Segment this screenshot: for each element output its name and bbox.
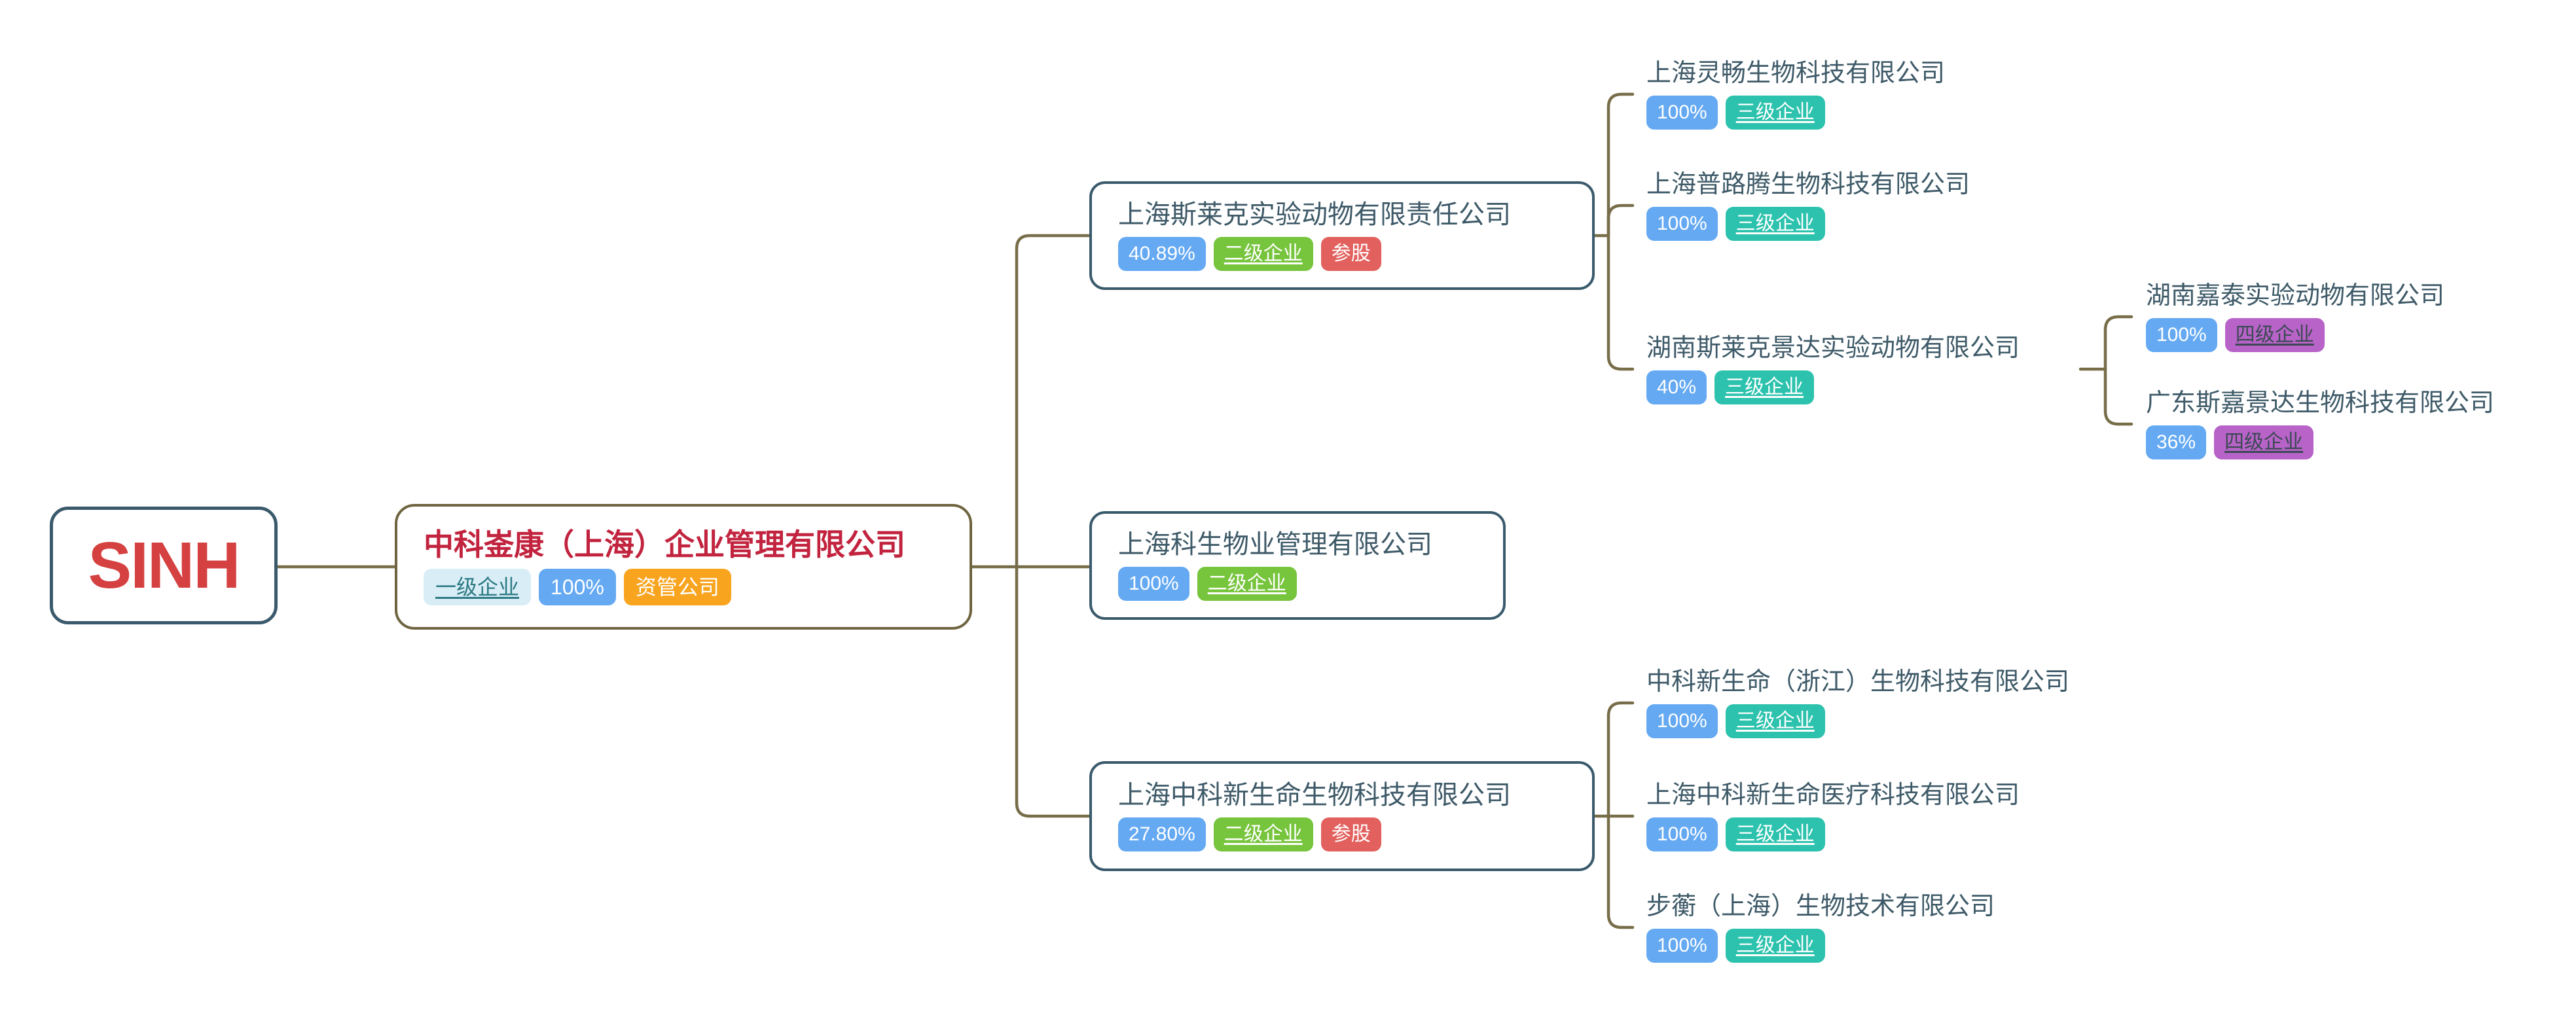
node-zjzj[interactable]: 中科新生命（浙江）生物科技有限公司 100% 三级企业 <box>1646 666 2069 738</box>
minority-stake-badge: 参股 <box>1320 817 1381 851</box>
badge-row: 100% 三级企业 <box>1646 704 2069 738</box>
percent-badge: 40% <box>1646 370 1707 404</box>
badge-row: 100% 三级企业 <box>1646 929 1995 963</box>
level3-badge[interactable]: 三级企业 <box>1725 207 1825 241</box>
percent-badge: 36% <box>2146 425 2207 459</box>
root-company-name: 中科崟康（上海）企业管理有限公司 <box>424 527 905 562</box>
badge-row: 40% 三级企业 <box>1646 370 2020 404</box>
percent-badge: 100% <box>1646 704 1718 738</box>
percent-badge: 27.80% <box>1118 817 1206 851</box>
node-hnsljd[interactable]: 湖南斯莱克景达实验动物有限公司 40% 三级企业 <box>1646 332 2020 404</box>
badge-row: 40.89% 二级企业 参股 <box>1118 237 1592 271</box>
level3-badge[interactable]: 三级企业 <box>1725 704 1825 738</box>
level1-badge[interactable]: 一级企业 <box>424 569 532 606</box>
level4-badge[interactable]: 四级企业 <box>2224 318 2325 352</box>
company-name: 上海中科新生命生物科技有限公司 <box>1118 781 1511 810</box>
badge-row: 100% 三级企业 <box>1646 96 1945 130</box>
node-slk[interactable]: 上海斯莱克实验动物有限责任公司 40.89% 二级企业 参股 <box>1089 181 1595 290</box>
badge-row: 100% 二级企业 <box>1118 567 1503 601</box>
percent-badge: 100% <box>2146 318 2217 352</box>
company-name: 上海普路腾生物科技有限公司 <box>1646 171 1970 198</box>
percent-badge: 100% <box>1646 96 1718 130</box>
badge-row: 100% 三级企业 <box>1646 817 2020 851</box>
node-buheng[interactable]: 步蘅（上海）生物技术有限公司 100% 三级企业 <box>1646 891 1995 963</box>
company-name: 广东斯嘉景达生物科技有限公司 <box>2146 389 2495 417</box>
badge-row: 36% 四级企业 <box>2146 425 2494 459</box>
company-name: 中科新生命（浙江）生物科技有限公司 <box>1646 668 2070 696</box>
node-zksxm[interactable]: 上海中科新生命生物科技有限公司 27.80% 二级企业 参股 <box>1089 761 1595 871</box>
level3-badge[interactable]: 三级企业 <box>1725 929 1825 963</box>
node-root-company[interactable]: 中科崟康（上海）企业管理有限公司 一级企业 100% 资管公司 <box>395 504 972 630</box>
node-puluteng[interactable]: 上海普路腾生物科技有限公司 100% 三级企业 <box>1646 169 1970 241</box>
badge-row: 27.80% 二级企业 参股 <box>1118 817 1592 851</box>
root-badge-row: 一级企业 100% 资管公司 <box>424 569 970 606</box>
node-hnjt[interactable]: 湖南嘉泰实验动物有限公司 100% 四级企业 <box>2146 280 2444 352</box>
percent-badge: 40.89% <box>1118 237 1206 271</box>
node-kesheng[interactable]: 上海科生物业管理有限公司 100% 二级企业 <box>1089 511 1506 620</box>
company-name: 上海中科新生命医疗科技有限公司 <box>1646 781 2020 809</box>
percent-badge: 100% <box>1646 817 1718 851</box>
asset-mgmt-badge: 资管公司 <box>623 569 731 606</box>
percent-badge: 100% <box>1646 929 1718 963</box>
percent-badge: 100% <box>1646 207 1718 241</box>
percent-badge: 100% <box>1118 567 1189 601</box>
company-name: 湖南斯莱克景达实验动物有限公司 <box>1646 334 2020 362</box>
company-name: 上海斯莱克实验动物有限责任公司 <box>1118 200 1511 229</box>
node-gdsjjd[interactable]: 广东斯嘉景达生物科技有限公司 36% 四级企业 <box>2146 387 2494 459</box>
level3-badge[interactable]: 三级企业 <box>1725 96 1825 130</box>
node-sinh-logo[interactable]: SINH <box>50 507 278 624</box>
level2-badge[interactable]: 二级企业 <box>1197 567 1297 601</box>
node-lingchang[interactable]: 上海灵畅生物科技有限公司 100% 三级企业 <box>1646 58 1945 130</box>
company-name: 步蘅（上海）生物技术有限公司 <box>1646 893 1995 920</box>
company-name: 上海科生物业管理有限公司 <box>1118 530 1432 559</box>
level3-badge[interactable]: 三级企业 <box>1714 370 1815 404</box>
company-name: 上海灵畅生物科技有限公司 <box>1646 60 1946 87</box>
minority-stake-badge: 参股 <box>1320 237 1381 271</box>
sinh-logo-text: SINH <box>88 528 241 602</box>
level4-badge[interactable]: 四级企业 <box>2214 425 2314 459</box>
level3-badge[interactable]: 三级企业 <box>1725 817 1825 851</box>
percent-badge: 100% <box>539 569 616 606</box>
node-yiliao[interactable]: 上海中科新生命医疗科技有限公司 100% 三级企业 <box>1646 779 2020 851</box>
badge-row: 100% 三级企业 <box>1646 207 1970 241</box>
company-name: 湖南嘉泰实验动物有限公司 <box>2146 282 2445 310</box>
badge-row: 100% 四级企业 <box>2146 318 2444 352</box>
level2-badge[interactable]: 二级企业 <box>1213 237 1313 271</box>
level2-badge[interactable]: 二级企业 <box>1213 817 1313 851</box>
